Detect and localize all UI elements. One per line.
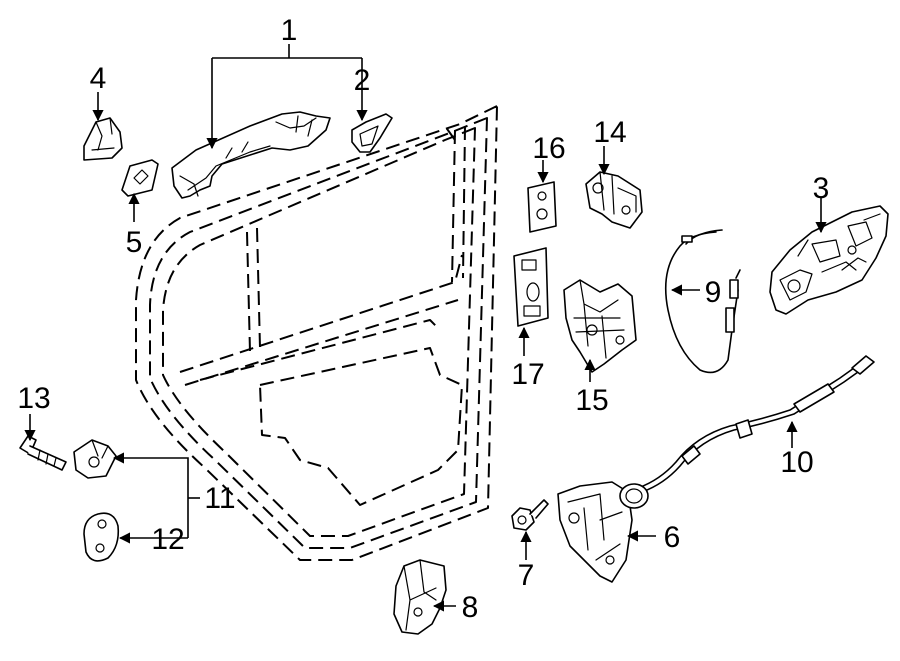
cap-gasket xyxy=(121,159,159,197)
latch-screw xyxy=(511,499,549,531)
check-strap-screw xyxy=(19,435,67,471)
handle-bracket xyxy=(769,205,889,315)
callout-13: 13 xyxy=(17,382,50,415)
hinge-shim xyxy=(527,181,557,233)
lower-hinge xyxy=(563,279,637,373)
callout-12: 12 xyxy=(151,523,184,556)
lock-cable xyxy=(664,229,741,374)
check-strap-plate xyxy=(73,439,117,479)
callout-4: 4 xyxy=(90,62,107,95)
handle-cap xyxy=(83,117,123,161)
callout-11: 11 xyxy=(204,482,235,515)
callout-3: 3 xyxy=(813,172,830,205)
callout-5: 5 xyxy=(126,226,143,259)
upper-hinge xyxy=(585,171,643,229)
release-cable xyxy=(637,355,875,493)
callout-7: 7 xyxy=(518,559,535,592)
door-lock-latch xyxy=(557,481,649,583)
check-strap-pad xyxy=(83,512,120,562)
callout-8: 8 xyxy=(462,591,479,624)
outside-door-handle xyxy=(171,111,331,199)
handle-gasket xyxy=(351,113,393,153)
callout-17: 17 xyxy=(511,358,544,391)
callout-16: 16 xyxy=(532,132,565,165)
callout-1: 1 xyxy=(281,14,298,47)
callout-15: 15 xyxy=(575,384,608,417)
leader-lines xyxy=(24,44,827,612)
callout-6: 6 xyxy=(664,521,681,554)
callout-14: 14 xyxy=(593,116,626,149)
callout-2: 2 xyxy=(354,64,371,97)
callout-9: 9 xyxy=(705,276,722,309)
latch-cover xyxy=(393,559,447,635)
callout-10: 10 xyxy=(780,446,813,479)
lower-hinge-shim xyxy=(513,247,549,327)
door-outline xyxy=(135,105,498,561)
callout-labels: 1 2 3 4 5 6 7 8 9 10 11 12 13 14 15 16 1… xyxy=(17,14,829,624)
